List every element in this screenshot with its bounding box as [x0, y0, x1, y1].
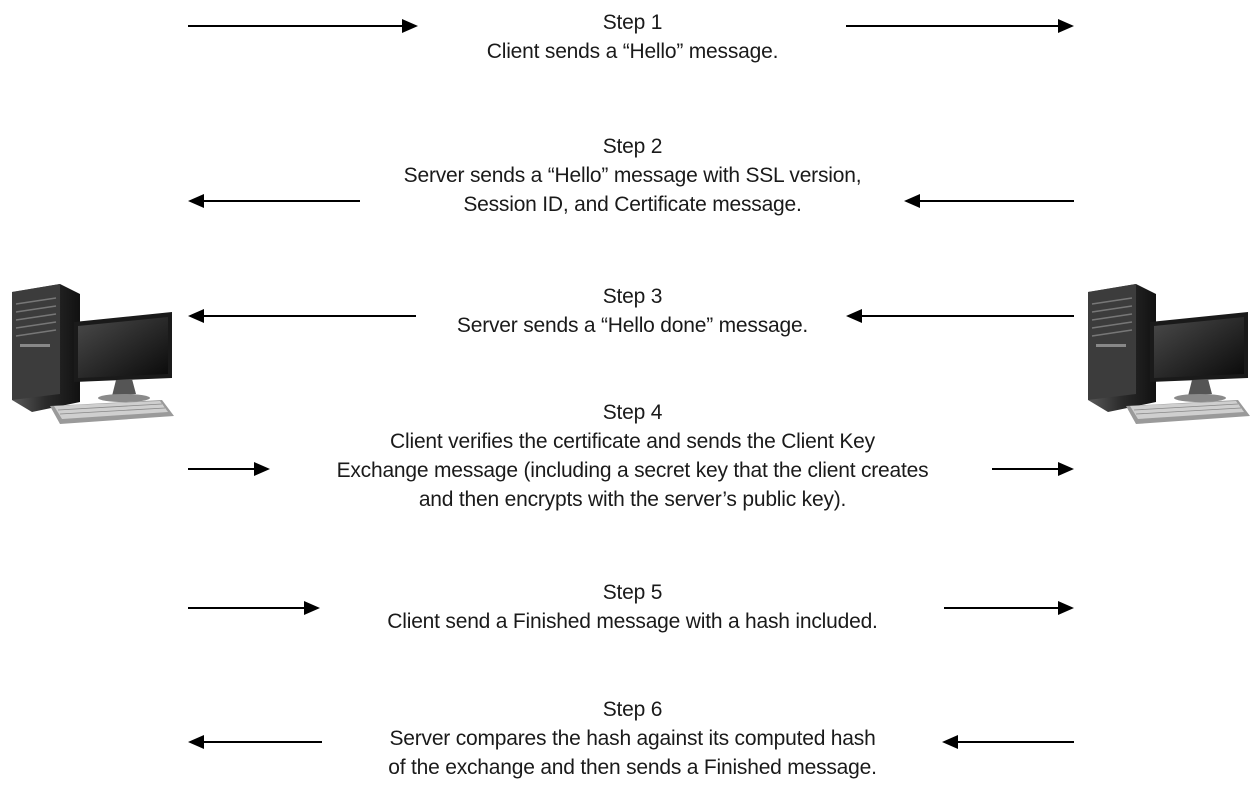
arrow-left-icon: [188, 735, 322, 749]
arrow-left-icon: [846, 309, 1074, 323]
step-description: Server compares the hash against its com…: [389, 727, 876, 750]
step-title: Step 3: [602, 285, 663, 308]
arrow-left-icon: [188, 309, 416, 323]
step-title: Step 1: [602, 11, 663, 34]
arrow-right-icon: [188, 19, 418, 33]
step-title: Step 2: [602, 135, 663, 158]
step-description: Client sends a “Hello” message.: [486, 40, 779, 63]
arrow-right-icon: [188, 462, 270, 476]
step-description: of the exchange and then sends a Finishe…: [388, 756, 877, 779]
step-title: Step 6: [602, 698, 663, 721]
step-description: Client send a Finished message with a ha…: [387, 610, 878, 633]
arrow-left-icon: [904, 194, 1074, 208]
server-computer-icon: [1088, 284, 1250, 424]
arrow-right-icon: [188, 601, 320, 615]
arrow-left-icon: [942, 735, 1074, 749]
step-description: Server sends a “Hello” message with SSL …: [403, 164, 862, 187]
client-computer-icon: [12, 284, 174, 424]
step-description: Server sends a “Hello done” message.: [456, 314, 809, 337]
step-description: Session ID, and Certificate message.: [463, 193, 802, 216]
step-title: Step 4: [602, 401, 663, 424]
arrow-right-icon: [944, 601, 1074, 615]
step-description: Exchange message (including a secret key…: [336, 459, 929, 482]
arrow-right-icon: [846, 19, 1074, 33]
arrow-right-icon: [992, 462, 1074, 476]
step-description: Client verifies the certificate and send…: [390, 430, 875, 453]
arrow-left-icon: [188, 194, 360, 208]
step-description: and then encrypts with the server’s publ…: [418, 488, 847, 511]
step-title: Step 5: [602, 581, 663, 604]
